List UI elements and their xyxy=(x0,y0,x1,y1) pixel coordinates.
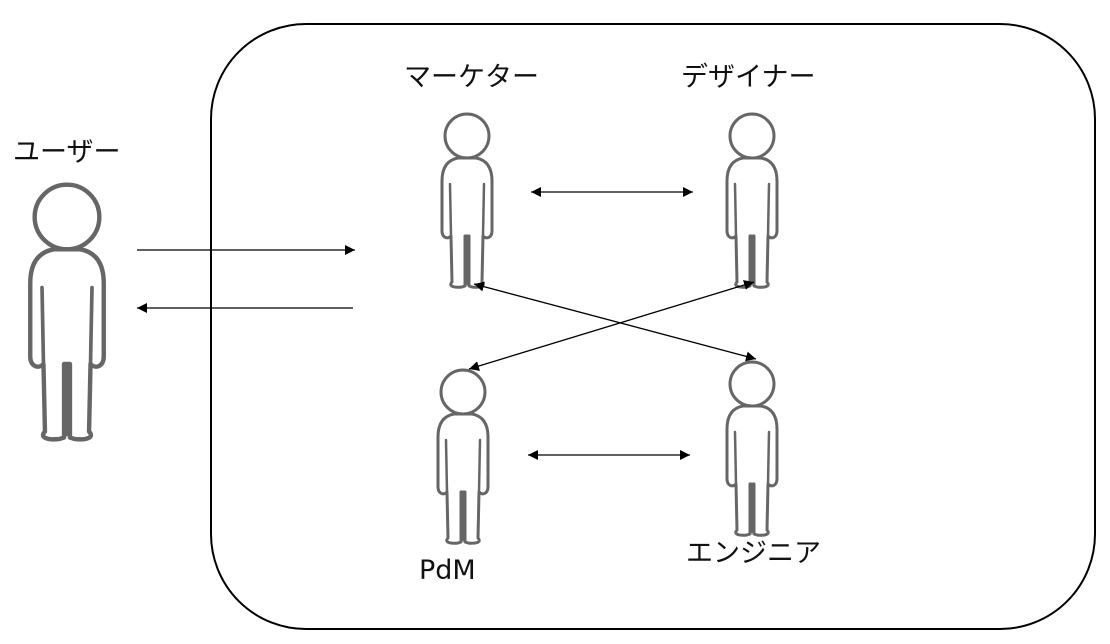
marketer-label: マーケター xyxy=(404,62,539,93)
designer-pdm-arrow xyxy=(468,280,755,371)
designer-label: デザイナー xyxy=(681,62,816,93)
pdm-figure-icon xyxy=(436,368,490,545)
marketer-figure-icon xyxy=(440,112,494,289)
pdm-label: PdM xyxy=(419,555,476,586)
designer-figure-icon xyxy=(725,112,779,289)
user-label: ユーザー xyxy=(13,137,121,168)
user-figure-icon xyxy=(30,185,104,440)
team-container xyxy=(210,23,1096,630)
engineer-figure-icon xyxy=(725,360,779,537)
marketer-engineer-arrow xyxy=(473,281,757,362)
engineer-label: エンジニア xyxy=(686,538,821,569)
